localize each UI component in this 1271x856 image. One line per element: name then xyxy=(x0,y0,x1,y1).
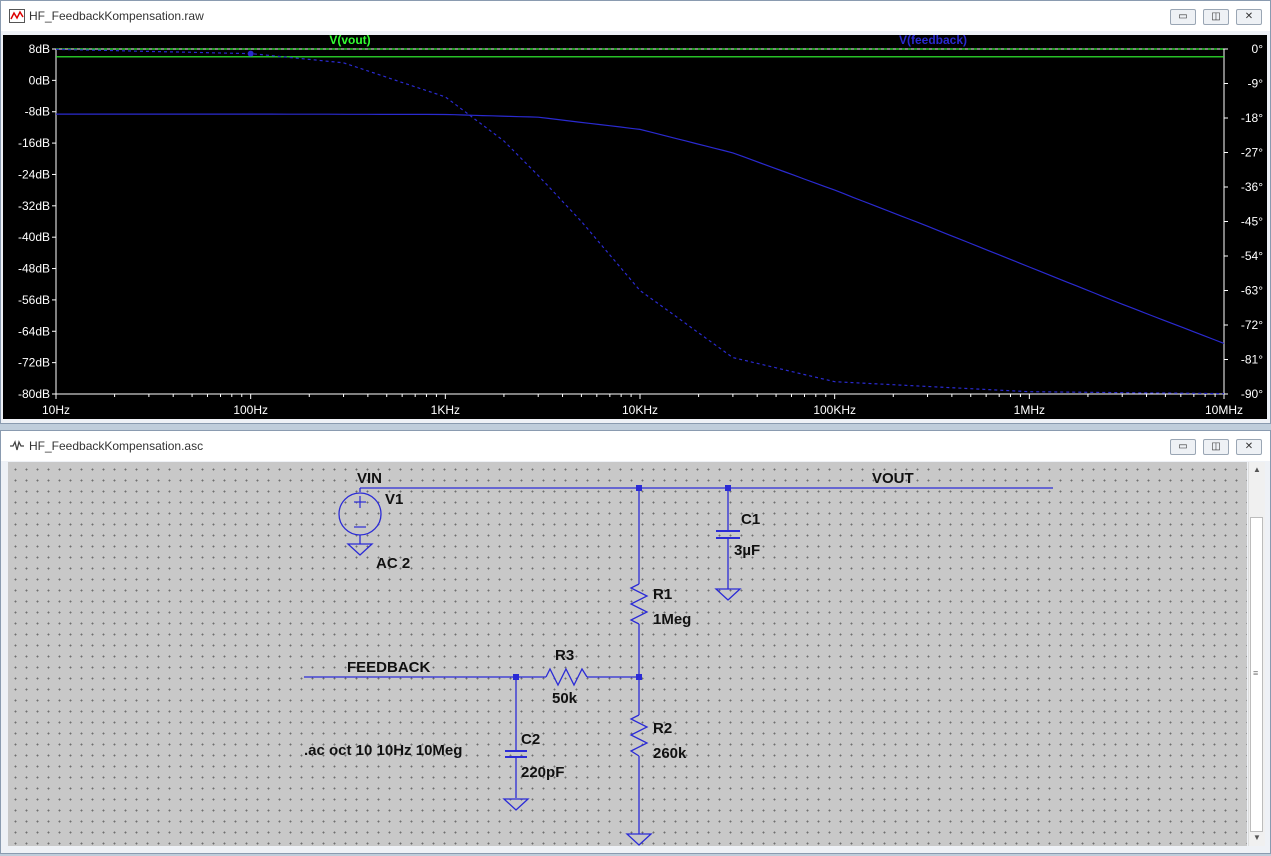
bode-plot-area[interactable]: 8dB 0dB -8dB -16dB -24dB -32dB -40dB -48dB -56dB… xyxy=(3,33,1267,419)
y-left-tick-label: -40dB xyxy=(18,230,50,244)
label-v1: V1 xyxy=(385,491,403,508)
y-left-tick-label: -32dB xyxy=(18,199,50,213)
junction-dot xyxy=(725,485,731,491)
y-right-tick-label: -90° xyxy=(1241,387,1263,401)
close-button[interactable]: ✕ xyxy=(1236,439,1262,455)
plot-window-title: HF_FeedbackKompensation.raw xyxy=(29,9,204,23)
plot-window-titlebar[interactable]: HF_FeedbackKompensation.raw ▭ ◫ ✕ xyxy=(1,1,1270,31)
y-right-tick-label: -18° xyxy=(1241,111,1263,125)
x-tick-label: 1KHz xyxy=(431,403,460,417)
junction-dot xyxy=(636,674,642,680)
net-label-vout: VOUT xyxy=(872,470,914,487)
y-right-tick-label: 0° xyxy=(1252,42,1264,56)
maximize-button[interactable]: ◫ xyxy=(1203,9,1229,25)
y-right-tick-label: -45° xyxy=(1241,215,1263,229)
y-left-tick-label: -56dB xyxy=(18,293,50,307)
label-c2: C2 xyxy=(521,731,540,748)
label-r1: R1 xyxy=(653,586,672,603)
y-left-tick-label: -48dB xyxy=(18,262,50,276)
schematic-icon xyxy=(10,440,24,451)
minimize-button[interactable]: ▭ xyxy=(1170,9,1196,25)
waveform-icon xyxy=(9,9,25,23)
value-c1: 3µF xyxy=(734,542,760,559)
resistor-r3[interactable] xyxy=(545,667,588,687)
ground-symbol-c1 xyxy=(714,588,742,601)
scroll-down-icon[interactable]: ▼ xyxy=(1253,833,1261,842)
y-left-tick-label: -24dB xyxy=(18,167,50,181)
scroll-up-icon[interactable]: ▲ xyxy=(1253,465,1261,474)
ground-symbol-c2 xyxy=(502,798,530,811)
bode-plot[interactable]: 8dB 0dB -8dB -16dB -24dB -32dB -40dB -48dB -56dB… xyxy=(3,33,1267,419)
schematic-window-title: HF_FeedbackKompensation.asc xyxy=(29,439,204,453)
grip-icon: ≡ xyxy=(1253,668,1259,678)
y-right-tick-label: -27° xyxy=(1241,146,1263,160)
y-left-tick-label: 0dB xyxy=(29,73,50,87)
scrollbar-thumb[interactable]: ≡ xyxy=(1250,517,1263,832)
junction-dot xyxy=(636,485,642,491)
legend-label: V(vout) xyxy=(329,35,370,47)
legend-label: V(feedback) xyxy=(899,35,967,47)
x-tick-label: 100Hz xyxy=(233,403,268,417)
net-label-feedback: FEEDBACK xyxy=(347,659,431,676)
label-c1: C1 xyxy=(741,511,760,528)
resistor-r1[interactable] xyxy=(629,583,649,625)
x-tick-label: 10Hz xyxy=(42,403,70,417)
schematic-drawing[interactable]: VIN VOUT FEEDBACK V1 AC 2 C1 3µF R1 1Meg… xyxy=(8,462,1247,846)
ground-symbol-r2 xyxy=(625,833,653,846)
value-c2: 220pF xyxy=(521,764,564,781)
plot-window: HF_FeedbackKompensation.raw ▭ ◫ ✕ 8dB 0dB… xyxy=(0,0,1271,424)
y-right-tick-label: -54° xyxy=(1241,249,1263,263)
y-right-tick-label: -9° xyxy=(1248,77,1264,91)
y-left-tick-label: 8dB xyxy=(29,42,50,56)
junction-dot xyxy=(513,674,519,680)
x-tick-label: 10MHz xyxy=(1205,403,1243,417)
y-left-tick-label: -64dB xyxy=(18,324,50,338)
spice-directive[interactable]: .ac oct 10 10Hz 10Meg xyxy=(304,742,462,759)
minimize-button[interactable]: ▭ xyxy=(1170,439,1196,455)
y-right-tick-label: -63° xyxy=(1241,284,1263,298)
y-right-tick-label: -81° xyxy=(1241,353,1263,367)
vertical-scrollbar[interactable]: ▲ ≡ ▼ xyxy=(1248,462,1265,846)
resistor-r2[interactable] xyxy=(629,714,649,757)
label-r3: R3 xyxy=(555,647,574,664)
value-r1: 1Meg xyxy=(653,611,691,628)
label-r2: R2 xyxy=(653,720,672,737)
trace-cursor-marker xyxy=(247,50,254,57)
y-left-tick-label: -80dB xyxy=(18,387,50,401)
schematic-window-titlebar[interactable]: HF_FeedbackKompensation.asc ▭ ◫ ✕ xyxy=(1,431,1270,461)
x-tick-label: 1MHz xyxy=(1014,403,1045,417)
v-feedback-magnitude-trace xyxy=(56,113,1225,344)
value-v1: AC 2 xyxy=(376,555,410,572)
y-left-tick-label: -72dB xyxy=(18,356,50,370)
x-tick-label: 10KHz xyxy=(622,403,658,417)
schematic-canvas[interactable]: VIN VOUT FEEDBACK V1 AC 2 C1 3µF R1 1Meg… xyxy=(8,462,1247,846)
v-feedback-phase-trace xyxy=(55,48,1225,395)
value-r3: 50k xyxy=(552,690,578,707)
value-r2: 260k xyxy=(653,745,687,762)
maximize-button[interactable]: ◫ xyxy=(1203,439,1229,455)
x-tick-label: 100KHz xyxy=(813,403,856,417)
plot-frame xyxy=(55,48,1225,395)
y-left-tick-label: -8dB xyxy=(25,105,50,119)
y-left-tick-label: -16dB xyxy=(18,136,50,150)
y-right-tick-label: -72° xyxy=(1241,318,1263,332)
ground-symbol-v1 xyxy=(346,543,374,556)
close-button[interactable]: ✕ xyxy=(1236,9,1262,25)
y-right-tick-label: -36° xyxy=(1241,180,1263,194)
net-label-vin: VIN xyxy=(357,470,382,487)
